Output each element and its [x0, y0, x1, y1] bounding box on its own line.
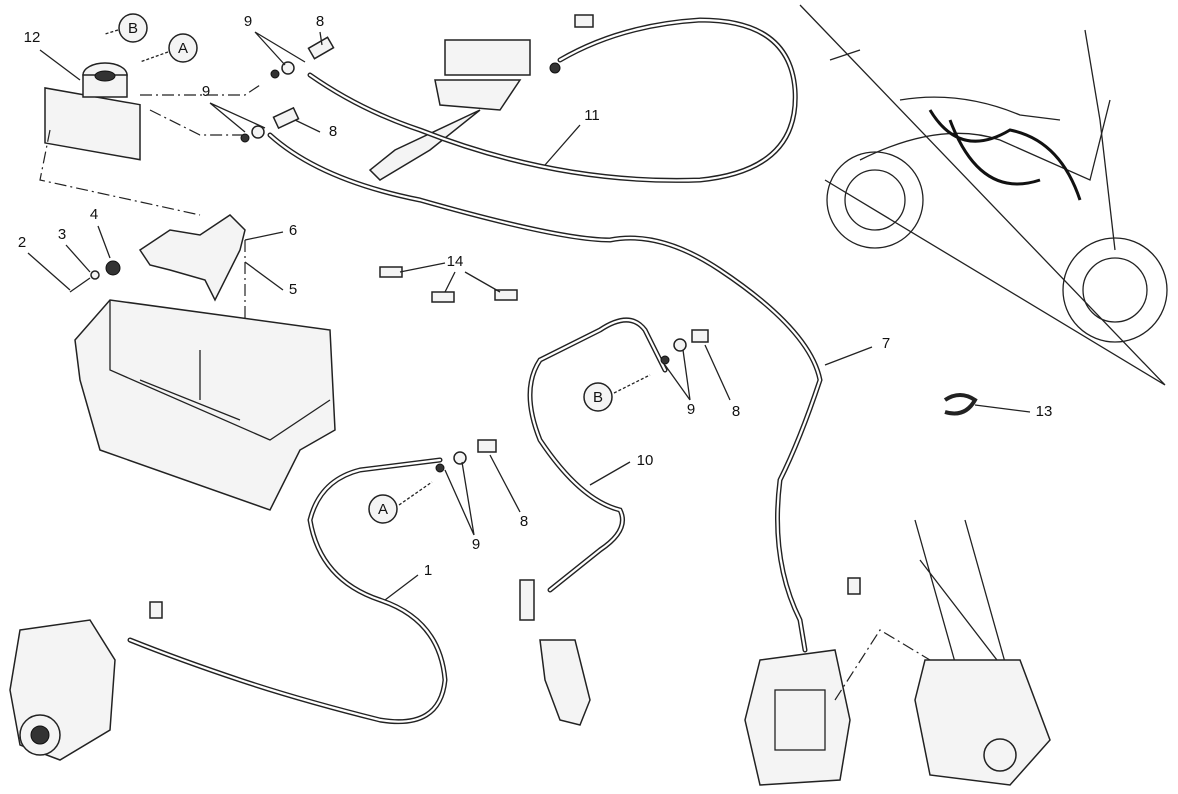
clip-13 [943, 393, 978, 416]
ref-a-mid: A [368, 481, 433, 524]
front-master-cylinder [368, 39, 531, 181]
callout-5: 5 [289, 281, 297, 298]
ref-a-mid-label: A [378, 501, 388, 518]
callout-2: 2 [18, 234, 26, 251]
abs-tray [74, 299, 336, 511]
hose-7 [267, 132, 823, 653]
hose-1 [127, 457, 448, 725]
callout-10: 10 [637, 452, 654, 469]
callout-8: 8 [520, 513, 528, 530]
banjo-bolts [149, 14, 861, 619]
callout-13: 13 [1036, 403, 1053, 420]
abs-control-unit [44, 62, 141, 161]
callout-9: 9 [687, 401, 695, 418]
ref-b-mid-label: B [593, 389, 603, 406]
hose-11 [307, 17, 798, 183]
callout-14: 14 [447, 253, 464, 270]
abs-bracket [69, 214, 246, 302]
callout-9: 9 [202, 83, 210, 100]
ref-b-mid: B [583, 374, 651, 412]
callout-4: 4 [90, 206, 98, 223]
front-brake-caliper [744, 649, 851, 786]
ref-a-top: A [139, 33, 198, 63]
front-fork [914, 519, 1051, 786]
callout-12: 12 [24, 29, 41, 46]
leader-lines [27, 31, 1031, 601]
callout-7: 7 [882, 335, 890, 352]
rear-brake-caliper [9, 619, 116, 761]
ref-a-top-label: A [178, 40, 188, 57]
callout-3: 3 [58, 226, 66, 243]
hose-10 [527, 317, 668, 593]
assembly-lines [39, 84, 261, 350]
inset-frame [799, 4, 1166, 386]
ref-b-top-label: B [128, 20, 138, 37]
callout-11: 11 [584, 107, 600, 124]
callout-9: 9 [244, 13, 252, 30]
motorcycle-inset [826, 29, 1168, 343]
callout-9: 9 [472, 536, 480, 553]
callout-8: 8 [329, 123, 337, 140]
callout-8: 8 [732, 403, 740, 420]
ref-b-top: B [104, 13, 148, 43]
callout-1: 1 [424, 562, 432, 579]
caliper-assembly-line [834, 629, 931, 701]
rear-master-cylinder [519, 579, 591, 726]
callout-8: 8 [316, 13, 324, 30]
callout-6: 6 [289, 222, 297, 239]
